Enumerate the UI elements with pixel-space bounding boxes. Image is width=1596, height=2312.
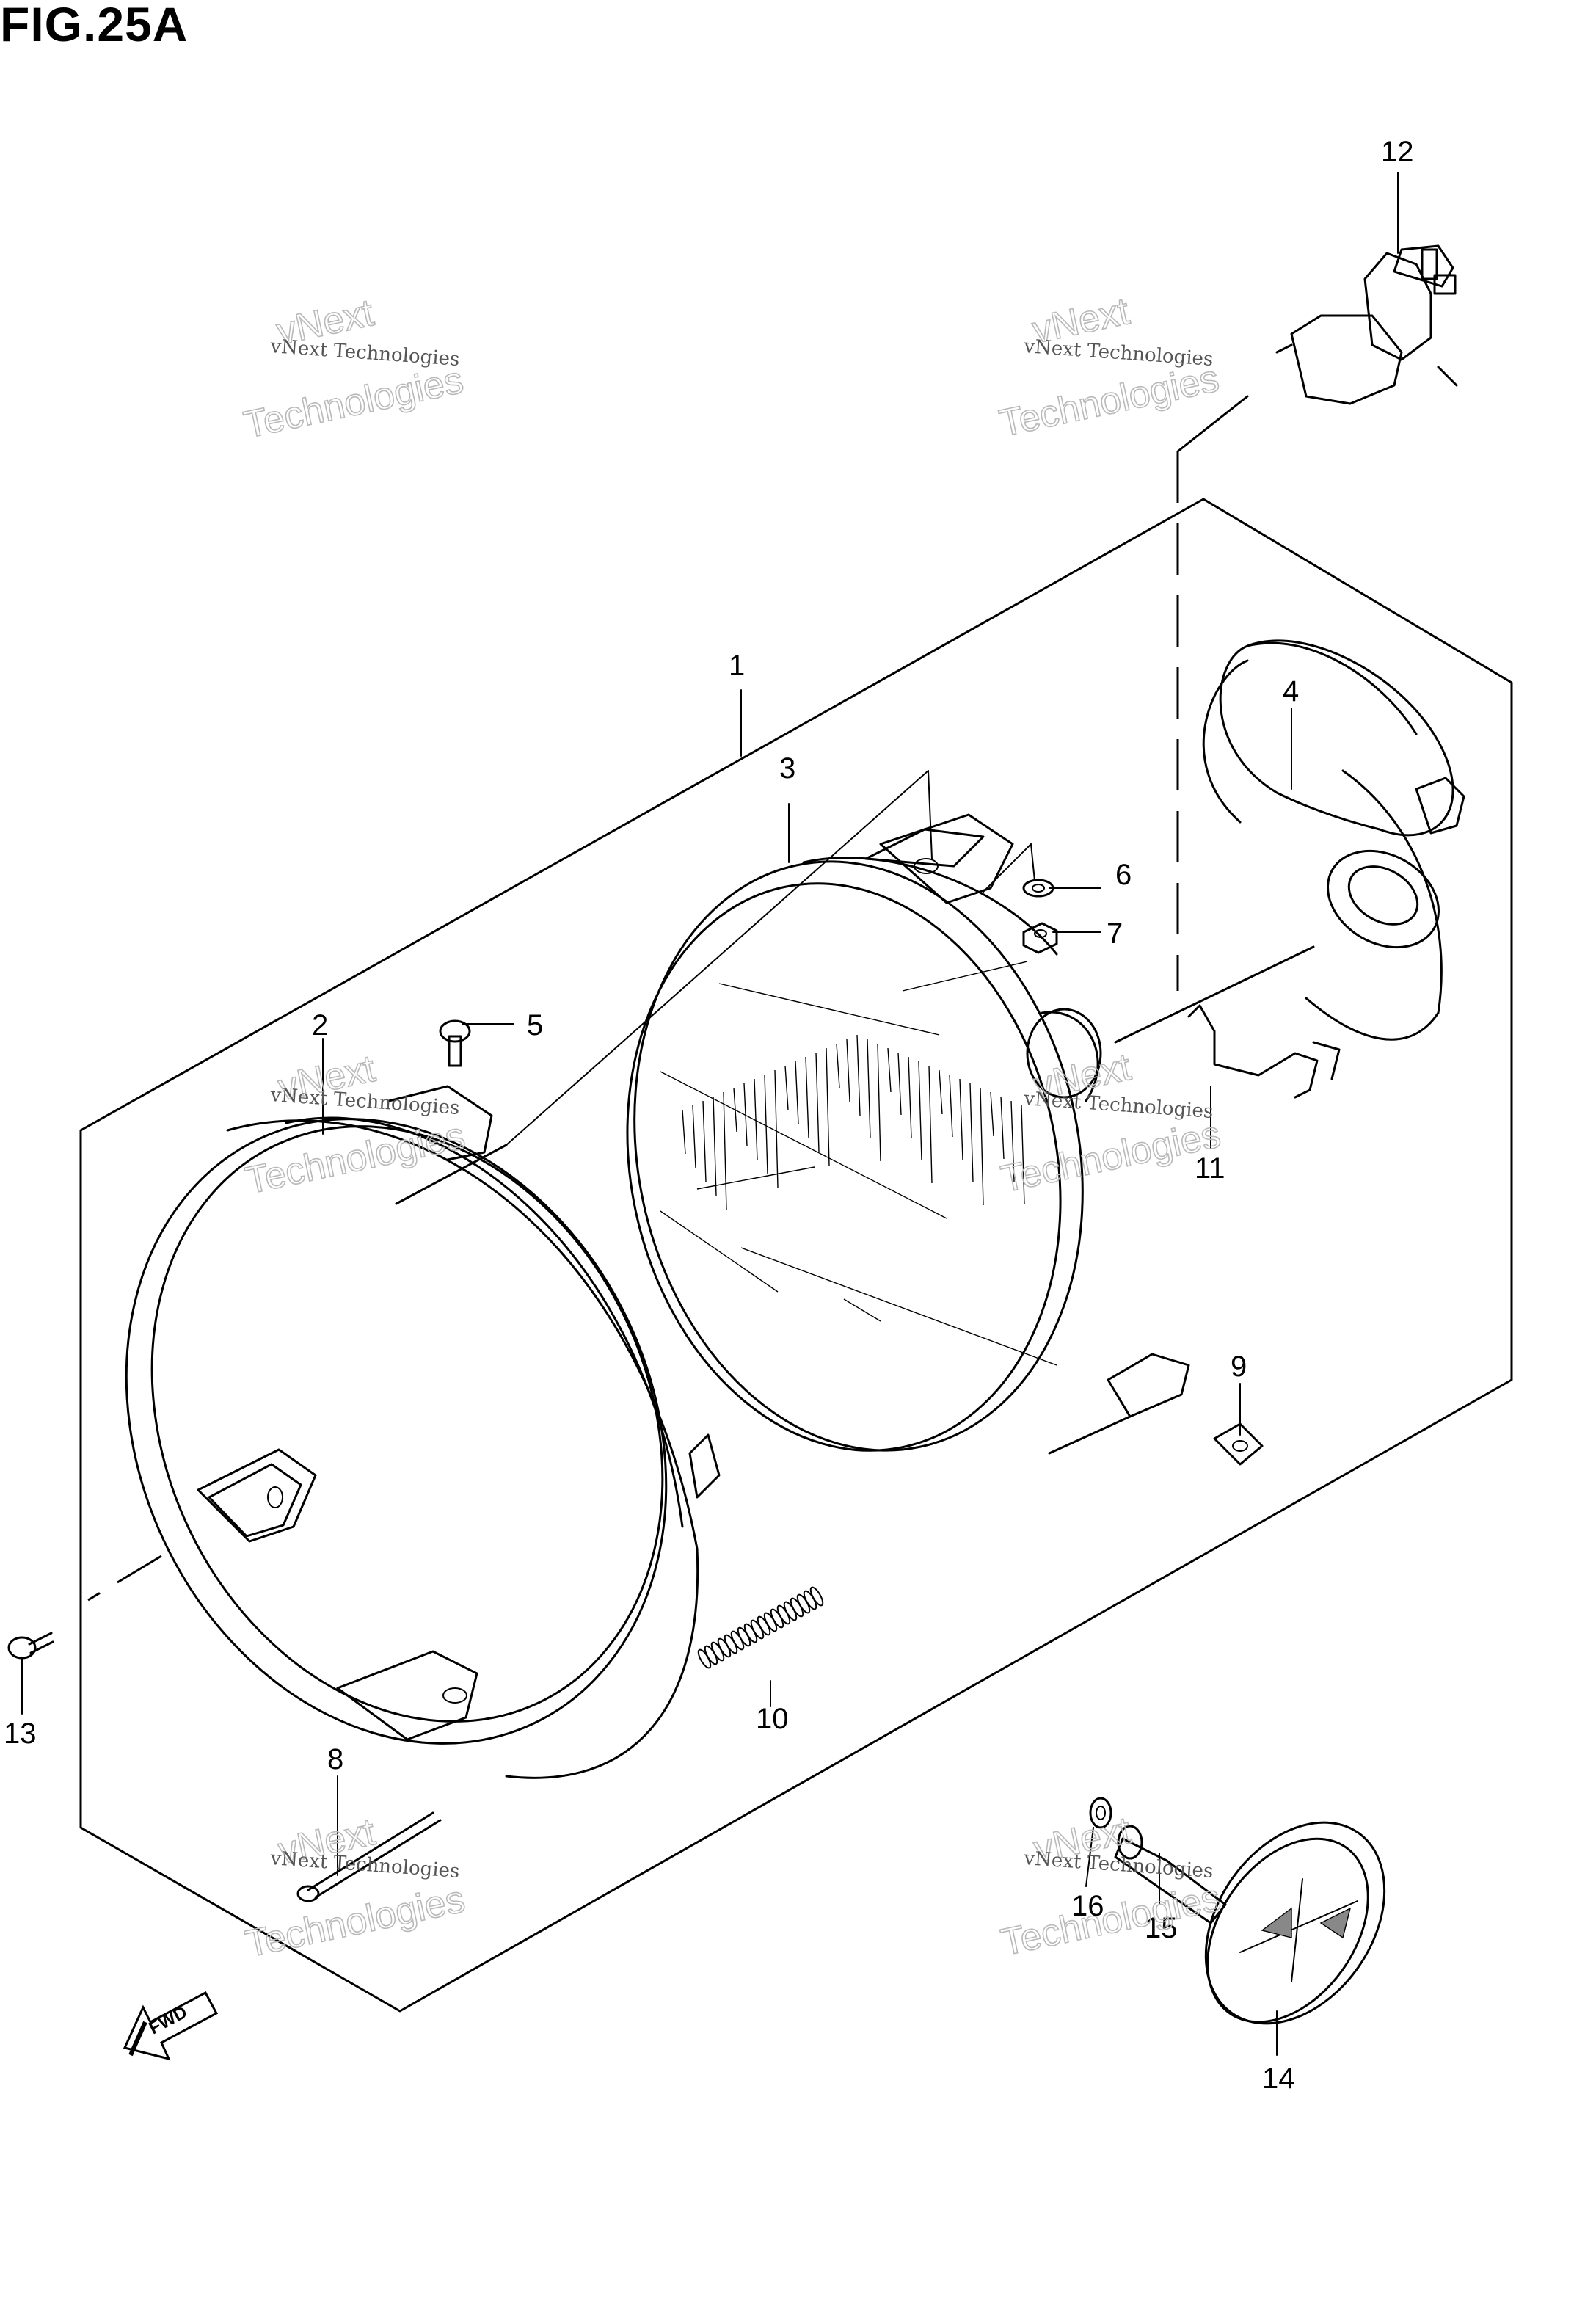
screw-13-drawing: [7, 1632, 54, 1660]
spring-10-drawing: [697, 1586, 824, 1669]
lens-hatch-line: [1000, 1096, 1005, 1160]
dashed-leader-lines: [87, 395, 1249, 1602]
lens-hatch-line: [897, 1052, 902, 1116]
callout-labels: 1 2 3 4 5 6 7 8 9 10 11 12 13 14 15 16: [4, 136, 1414, 2095]
lens-hatch-line: [795, 1061, 799, 1124]
watermark-large-bottom: Technologies: [997, 1876, 1224, 1964]
lens-hatch-line: [990, 1091, 994, 1137]
callout-3: 3: [779, 752, 795, 785]
lens-hatch-line: [969, 1083, 974, 1183]
lens-hatch-line: [805, 1056, 809, 1138]
callout-10: 10: [756, 1703, 789, 1735]
callout-12: 12: [1381, 136, 1414, 168]
lens-hatch-line: [918, 1061, 922, 1161]
nut-7-drawing: [1022, 922, 1058, 954]
lens-hatch-line: [959, 1078, 963, 1160]
callout-2: 2: [312, 1009, 328, 1042]
assembly-box-outline: [79, 498, 1513, 2013]
spring-coil: [750, 1619, 765, 1640]
watermark-large-bottom: Technologies: [996, 357, 1222, 446]
callout-13: 13: [4, 1717, 37, 1750]
spring-coil: [776, 1604, 791, 1625]
spring-coil: [710, 1641, 725, 1662]
lens-hatch-line: [949, 1074, 953, 1138]
watermark-large-bottom: Technologies: [997, 1113, 1224, 1201]
callout-9: 9: [1231, 1351, 1247, 1383]
socket-shell-drawing: [1114, 639, 1465, 1044]
callout-15: 15: [1145, 1912, 1178, 1944]
callout-14: 14: [1262, 2062, 1295, 2095]
fwd-direction-arrow: FWD: [123, 1991, 219, 2061]
lens-hatch-line: [846, 1039, 850, 1102]
lens-hatch-line: [702, 1100, 707, 1182]
callout-7: 7: [1107, 917, 1123, 950]
callout-11: 11: [1195, 1152, 1225, 1185]
spring-coil: [796, 1593, 811, 1614]
spring-coil: [763, 1612, 778, 1632]
spring-coil: [724, 1634, 738, 1654]
spring-coil: [809, 1586, 824, 1607]
callout-1: 1: [729, 650, 745, 682]
watermark-large-bottom: Technologies: [240, 359, 467, 447]
lens-hatch-line: [908, 1056, 912, 1138]
lens-hatch-line: [733, 1087, 737, 1133]
lens-hatch-line: [836, 1043, 840, 1088]
spring-coil: [717, 1637, 732, 1658]
lens-hatch-line: [867, 1039, 871, 1139]
lens-hatch-line: [713, 1096, 717, 1196]
callout-leader-lines: [21, 172, 1399, 2056]
spring-coil: [803, 1590, 817, 1610]
callout-4: 4: [1283, 675, 1299, 708]
watermark-small: vNext Technologies: [269, 335, 461, 371]
lens-hatch-line: [692, 1105, 696, 1168]
lens-hatch-line: [784, 1065, 789, 1110]
spring-coil: [783, 1601, 798, 1621]
spring-coil: [743, 1623, 758, 1643]
figure-title: FIG.25A: [0, 0, 189, 51]
lens-hatch-line: [939, 1069, 943, 1115]
headlight-unit-drawing: [626, 813, 1190, 1455]
spring-coil: [704, 1645, 718, 1665]
callout-16: 16: [1071, 1890, 1104, 1922]
lens-hatch-line: [723, 1091, 727, 1210]
spring-coil: [737, 1626, 751, 1647]
watermark-small: vNext Technologies: [1023, 335, 1214, 371]
spring-coil: [757, 1615, 771, 1636]
lens-hatch-line: [764, 1074, 768, 1174]
lens-hatch-line: [826, 1047, 830, 1166]
lens-hatch-line: [980, 1087, 984, 1206]
callout-5: 5: [527, 1009, 543, 1042]
callout-8: 8: [327, 1743, 343, 1775]
bolt-15-drawing: [1114, 1825, 1227, 1924]
screw-5-drawing: [439, 1019, 471, 1067]
lens-hatch-line: [754, 1078, 758, 1160]
watermark-large-bottom: Technologies: [242, 1115, 469, 1203]
spring-coil: [730, 1630, 745, 1651]
lens-hatch-line: [887, 1047, 892, 1093]
nut-9-drawing: [1213, 1422, 1264, 1466]
reflector-14-drawing: [1204, 1821, 1386, 2025]
spring-coil: [770, 1608, 784, 1629]
callout-6: 6: [1115, 859, 1132, 891]
lens-hatch-line: [774, 1069, 779, 1188]
spring-coil: [790, 1597, 804, 1618]
lens-hatch-line: [815, 1052, 820, 1152]
lens-hatch-line: [1021, 1105, 1025, 1205]
bolt-8-drawing: [296, 1811, 442, 1902]
lens-hatch-line: [928, 1065, 933, 1184]
spring-coil: [697, 1648, 712, 1669]
lens-hatch-line: [1010, 1100, 1015, 1182]
washer-16-drawing: [1089, 1797, 1112, 1829]
clip-11-drawing: [1187, 1004, 1341, 1099]
lens-hatch-line: [743, 1083, 748, 1146]
headlight-rim-drawing: [125, 1085, 721, 1779]
lens-hatch-line: [877, 1043, 881, 1162]
lens-hatch-line: [682, 1109, 686, 1155]
lens-hatch-line: [856, 1034, 861, 1116]
bulb-drawing: [1275, 244, 1458, 405]
watermark-large-bottom: Technologies: [242, 1878, 469, 1966]
